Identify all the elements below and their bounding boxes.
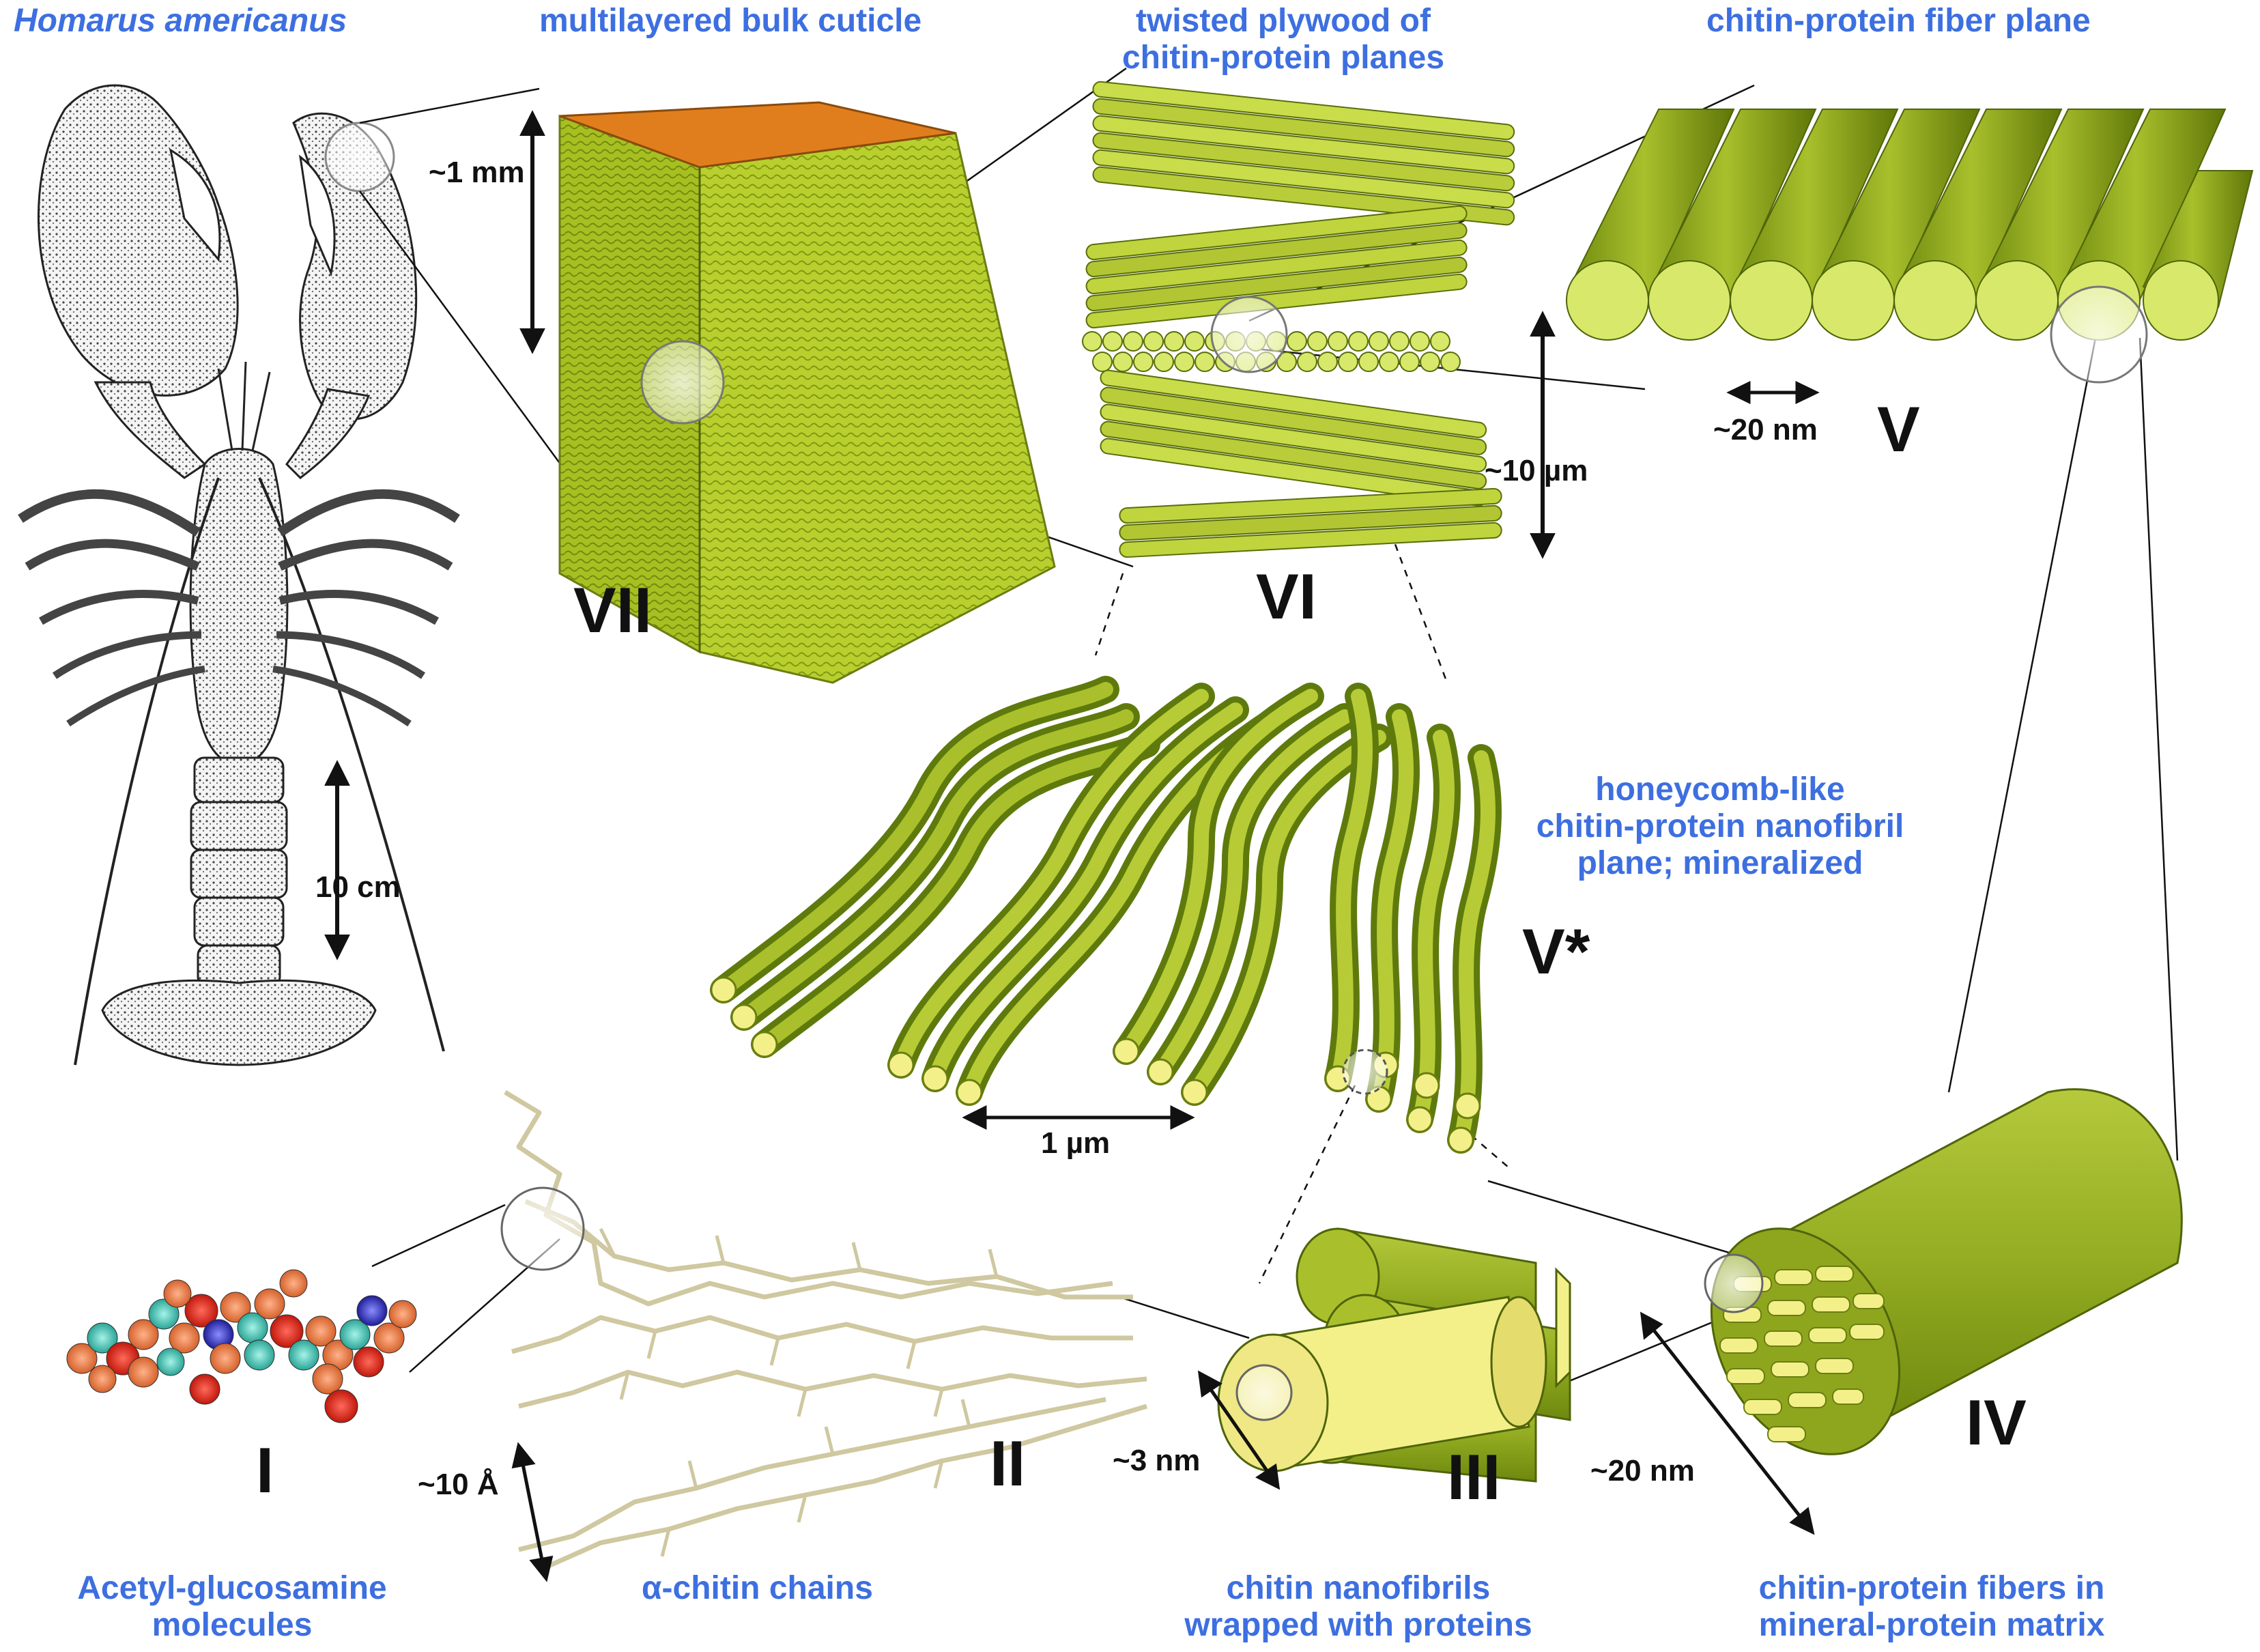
honeycomb-bundle-3-light — [1119, 689, 1386, 1100]
plywood-layer-4 — [1100, 369, 1487, 507]
alpha-chitin-title: α-chitin chains — [642, 1570, 873, 1606]
fiber-plane-cylinder-3 — [1730, 109, 1899, 341]
plywood-title: twisted plywood of chitin-protein planes — [1092, 3, 1474, 76]
bulk-cuticle-title: multilayered bulk cuticle — [539, 3, 922, 39]
plywood-scale-arrow — [1530, 311, 1556, 559]
plywood-scale-label: ~10 µm — [1485, 454, 1588, 487]
matrix-zoom-lens — [1704, 1253, 1764, 1313]
matrix-fibril-ends — [1719, 1266, 1885, 1442]
nanofibril-scale-arrow — [1197, 1370, 1281, 1490]
honeycomb-title-line1: honeycomb-like — [1595, 771, 1845, 808]
bulk-scale-arrow — [519, 110, 545, 354]
chain-scale-label: ~10 Å — [418, 1468, 499, 1501]
level-III-label: III — [1447, 1441, 1501, 1513]
honeycomb-scale-arrow — [962, 1105, 1195, 1130]
acetyl-glucosamine-molecule — [66, 1269, 417, 1423]
fiber-diameter-arrow — [1640, 1311, 1815, 1535]
fiber-diameter-label: ~20 nm — [1590, 1454, 1695, 1487]
honeycomb-title-line3: plane; mineralized — [1577, 844, 1863, 881]
honeycomb-plane — [710, 676, 1502, 1154]
lobster-carapace — [189, 448, 289, 766]
level-IV-label: IV — [1966, 1386, 2027, 1458]
plywood-layer-5 — [1119, 487, 1502, 558]
fiber-plane-cylinder-6 — [1975, 109, 2145, 341]
plywood-title-line1: twisted plywood of — [1136, 3, 1431, 39]
lobster-scale-label: 10 cm — [315, 870, 401, 904]
lobster-illustration — [18, 84, 460, 1066]
plywood-stack — [1082, 81, 1515, 558]
alpha-chitin-chains — [504, 1090, 1148, 1573]
level-I-label: I — [256, 1434, 274, 1506]
level-VI-label: VI — [1256, 560, 1317, 632]
acetyl-title: Acetyl-glucosamine molecules — [27, 1570, 437, 1644]
honeycomb-bundle-1-light — [716, 682, 1154, 1052]
fibers-matrix-title: chitin-protein fibers in mineral-protein… — [1713, 1570, 2150, 1644]
bulk-cuticle-block — [558, 101, 1056, 684]
nanofibrils-title-line1: chitin nanofibrils — [1226, 1570, 1491, 1606]
honeycomb-zoom-lens — [1342, 1049, 1388, 1095]
lobster-tail-fan — [101, 979, 377, 1066]
level-VII-label: VII — [573, 574, 652, 646]
level-II-label: II — [990, 1427, 1026, 1499]
fiber-spacing-arrow — [1726, 381, 1820, 404]
plywood-zoom-lens — [1210, 296, 1288, 373]
honeycomb-scale-label: 1 µm — [1041, 1126, 1111, 1160]
fibers-matrix-title-line2: mineral-protein matrix — [1758, 1606, 2105, 1643]
nanofibrils-title-line2: wrapped with proteins — [1184, 1606, 1532, 1643]
nanofibrils-title: chitin nanofibrils wrapped with proteins — [1147, 1570, 1570, 1644]
bulk-cuticle-top-surface — [559, 101, 956, 169]
acetyl-title-line2: molecules — [152, 1606, 313, 1643]
plywood-title-line2: chitin-protein planes — [1121, 39, 1445, 76]
level-V-label: V — [1877, 393, 1920, 465]
plywood-layer-2 — [1085, 205, 1468, 329]
lobster-zoom-lens — [324, 122, 395, 193]
fiber-spacing-label: ~20 nm — [1713, 413, 1818, 446]
lobster-scale-arrow — [324, 760, 350, 960]
nanofibril-scale-label: ~3 nm — [1113, 1444, 1201, 1477]
alpha-chitin-zoom-lens — [500, 1186, 585, 1271]
fiber-plane-cylinder-1 — [1566, 109, 1735, 341]
nanofibril-bundle — [1217, 1227, 1571, 1483]
fiber-plane-cylinder-8 — [2142, 170, 2254, 341]
nanofibril-zoom-lens — [1235, 1364, 1293, 1421]
chain-scale-arrow — [511, 1442, 554, 1582]
acetyl-title-line1: Acetyl-glucosamine — [77, 1570, 387, 1606]
fibers-matrix-title-line1: chitin-protein fibers in — [1758, 1570, 2105, 1606]
alpha-chitin-side-groups — [599, 1227, 999, 1557]
fiber-plane-zoom-lens — [2050, 285, 2148, 384]
honeycomb-title-line2: chitin-protein nanofibril — [1536, 808, 1904, 844]
plywood-layer-1 — [1092, 81, 1515, 226]
honeycomb-title: honeycomb-like chitin-protein nanofibril… — [1515, 771, 1925, 881]
mineral-matrix-fiber — [1704, 1088, 2183, 1455]
species-title: Homarus americanus — [14, 3, 347, 39]
level-V-star-label: V* — [1522, 915, 1590, 987]
fiber-plane-cylinder-2 — [1648, 109, 1817, 341]
bulk-scale-label: ~1 mm — [429, 156, 525, 189]
fiber-plane — [1566, 109, 2254, 384]
bulk-cuticle-zoom-lens — [640, 340, 725, 425]
honeycomb-bundle-4-light — [1330, 689, 1496, 1148]
fiber-plane-title: chitin-protein fiber plane — [1706, 3, 2091, 39]
